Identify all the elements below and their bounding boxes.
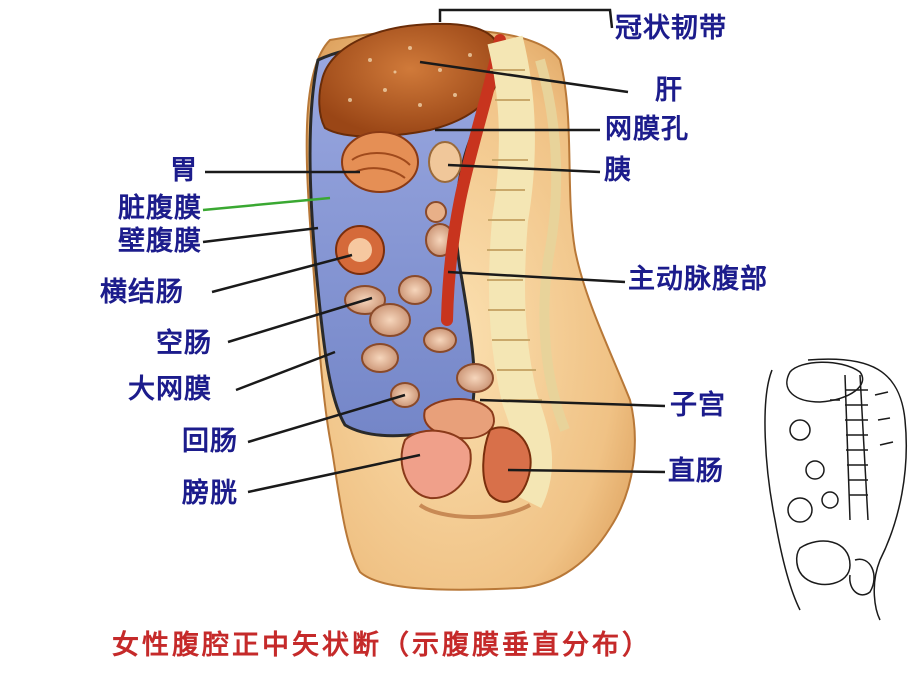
aorta-shape xyxy=(441,34,506,326)
label-coronary-ligament: 冠状韧带 xyxy=(615,13,727,44)
label-abdominal-aorta: 主动脉腹部 xyxy=(628,264,768,295)
inset-sketch xyxy=(764,358,908,621)
label-ileum: 回肠 xyxy=(182,426,238,457)
label-rectum: 直肠 xyxy=(668,456,724,487)
pancreas-shape xyxy=(428,141,462,183)
label-omental-foramen: 网膜孔 xyxy=(605,114,689,145)
visceral-peritoneum-leader xyxy=(202,196,331,212)
spine-shape xyxy=(487,35,552,509)
coronary-ligament-bracket xyxy=(438,8,614,29)
stomach-shape xyxy=(341,131,419,193)
label-pancreas: 胰 xyxy=(604,155,632,186)
label-uterus: 子宫 xyxy=(670,390,726,421)
leader-lines xyxy=(202,60,666,494)
label-visceral-peritoneum: 脏腹膜 xyxy=(118,193,202,224)
label-bladder: 膀胱 xyxy=(182,478,238,509)
label-parietal-peritoneum: 壁腹膜 xyxy=(118,226,202,257)
intestine-loops xyxy=(344,223,494,408)
bladder-shape xyxy=(400,429,472,500)
label-greater-omentum: 大网膜 xyxy=(128,374,212,405)
label-jejunum: 空肠 xyxy=(156,328,212,359)
label-transverse-colon: 横结肠 xyxy=(100,277,184,308)
figure-caption: 女性腹腔正中矢状断（示腹膜垂直分布） xyxy=(112,630,652,661)
label-liver: 肝 xyxy=(655,75,683,106)
rectum-shape xyxy=(482,426,532,503)
label-stomach: 胃 xyxy=(170,155,198,186)
